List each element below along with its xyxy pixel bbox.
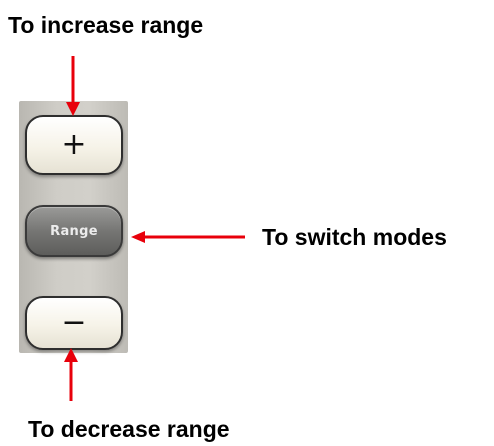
switch-modes-caption: To switch modes: [262, 224, 447, 250]
range-mode-button[interactable]: Range: [25, 205, 123, 257]
increase-range-caption: To increase range: [8, 12, 204, 38]
range-button-label: Range: [50, 223, 98, 239]
plus-icon: +: [61, 127, 87, 162]
up-arrow-icon: [64, 348, 78, 401]
decrease-range-button[interactable]: −: [25, 296, 123, 350]
down-arrow-icon: [66, 56, 80, 116]
increase-range-button[interactable]: +: [25, 115, 123, 175]
decrease-range-caption: To decrease range: [28, 416, 230, 442]
left-arrow-icon: [131, 231, 245, 243]
minus-icon: −: [61, 305, 87, 340]
